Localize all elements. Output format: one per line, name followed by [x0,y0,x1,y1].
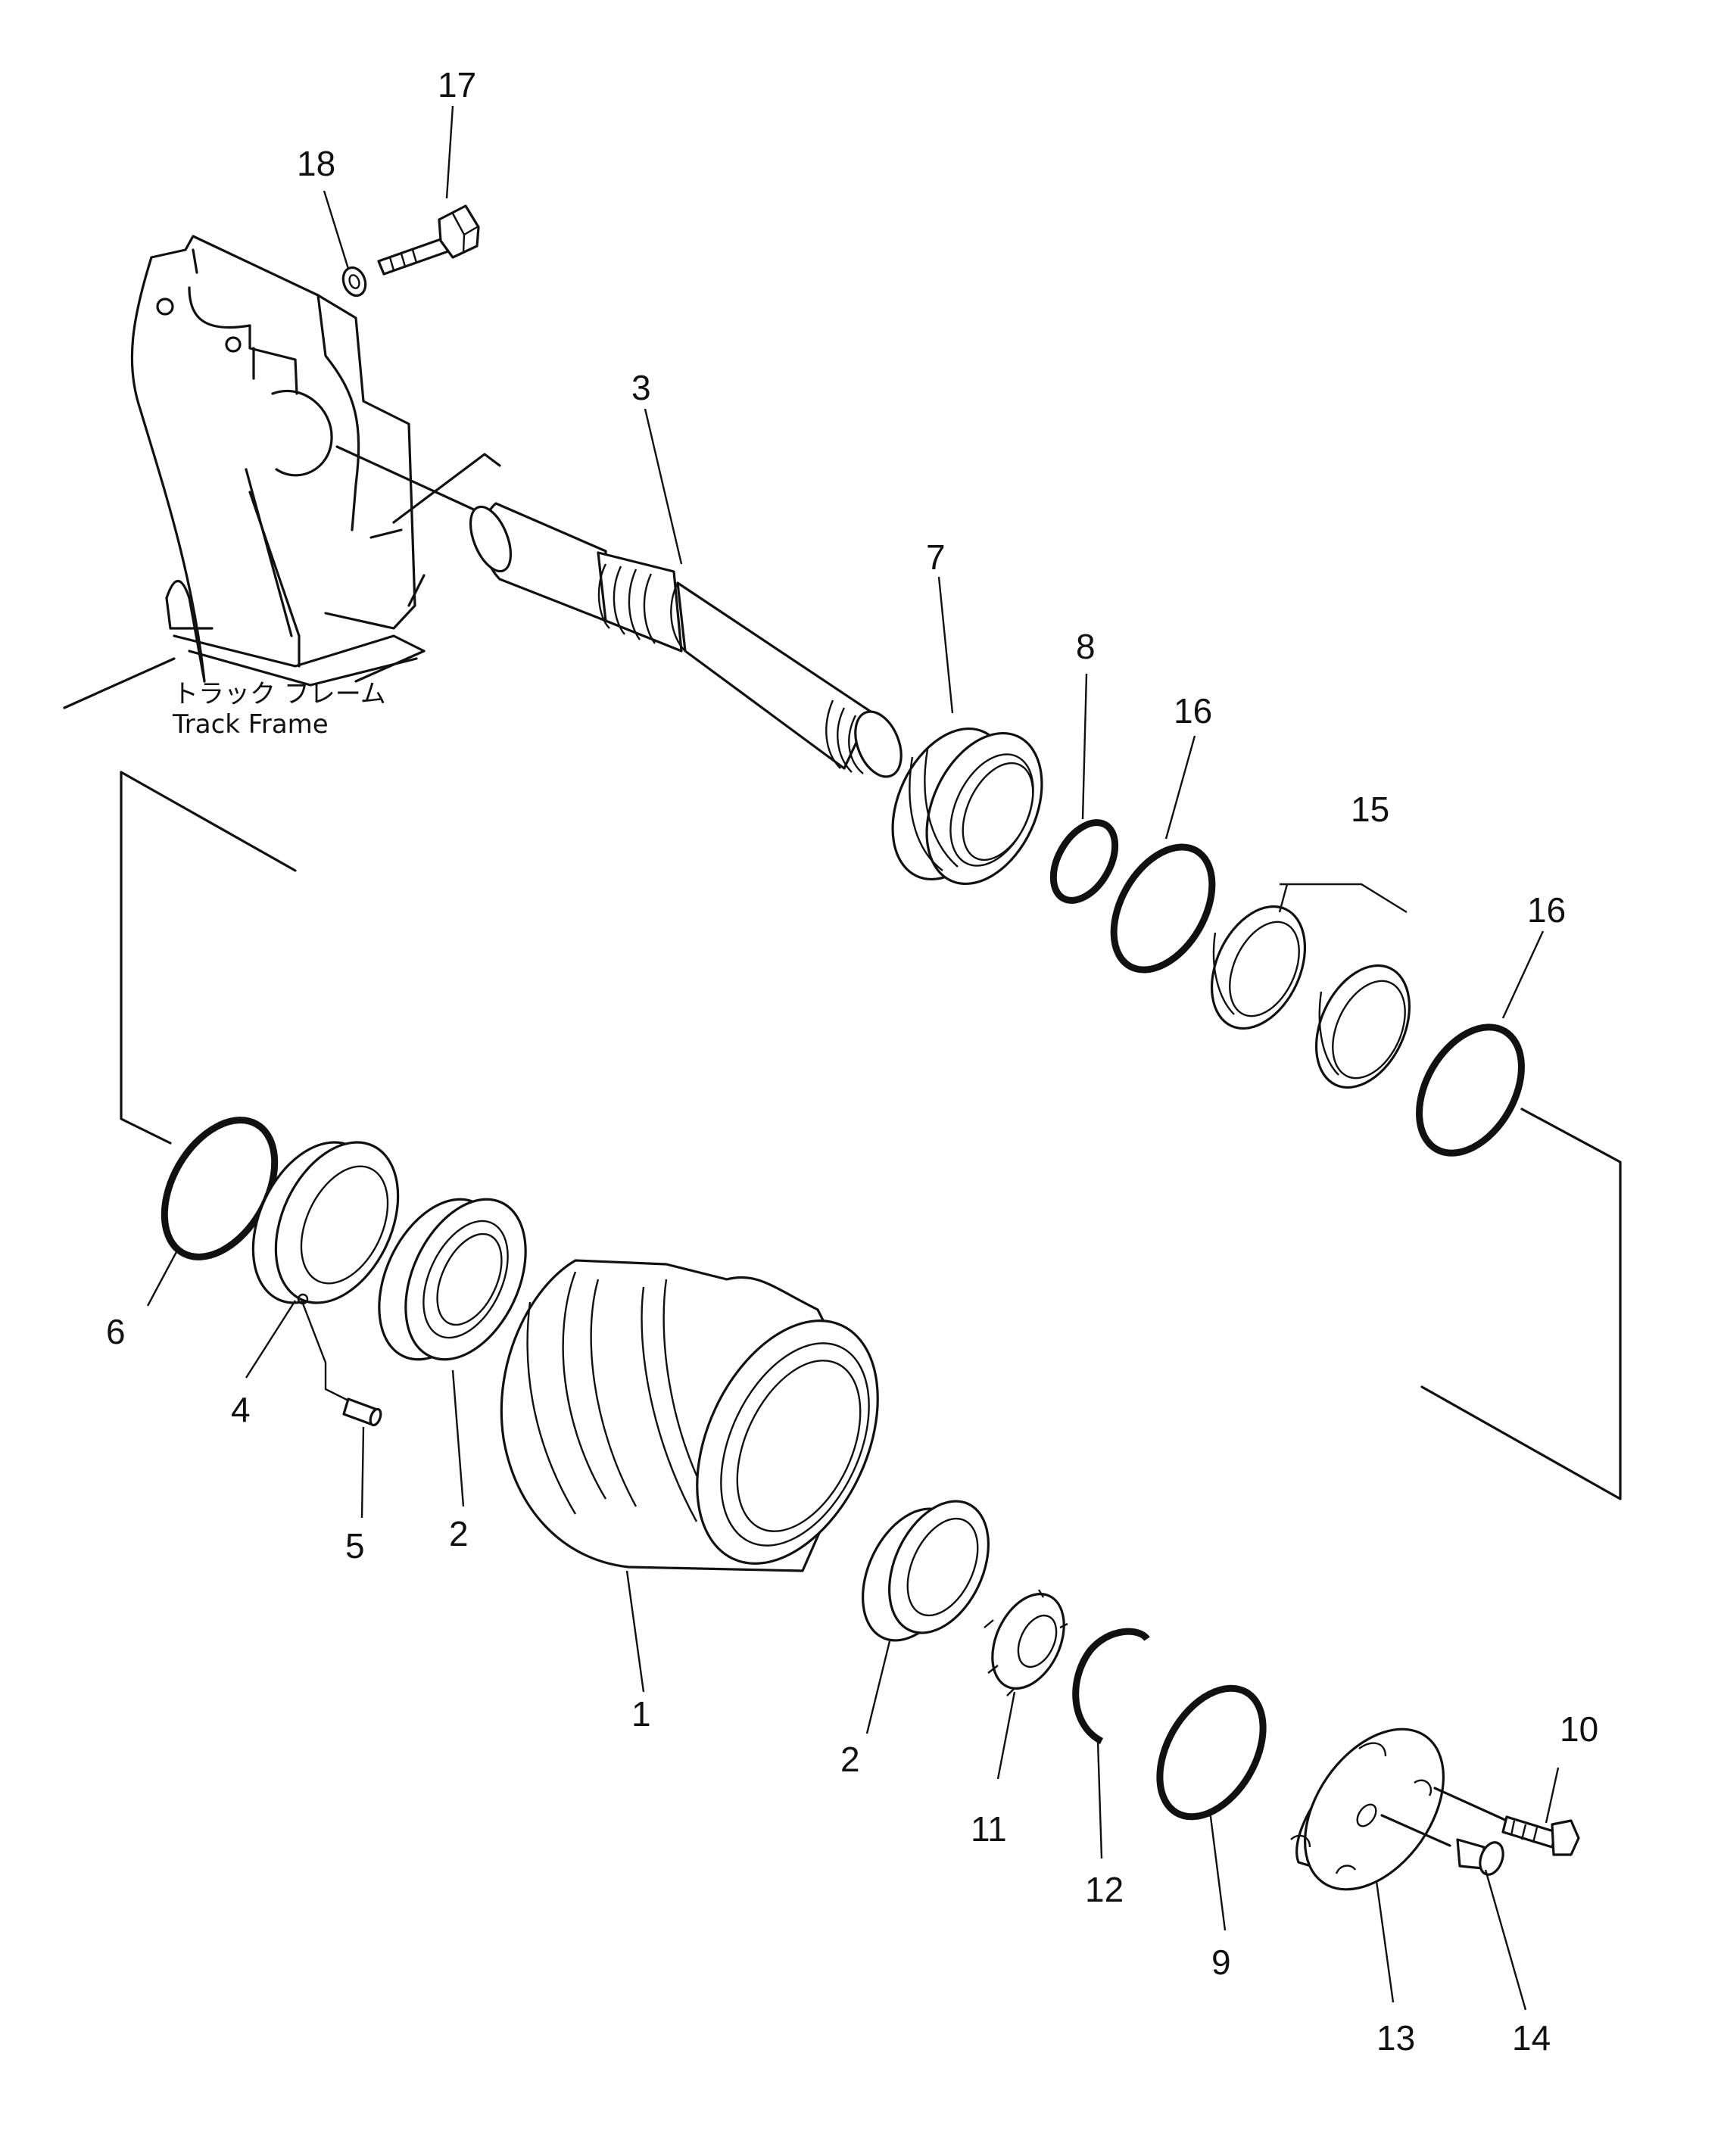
callout-3: 3 [631,368,651,407]
pin-5 [342,1397,382,1427]
washer-18 [341,266,367,298]
callout-15: 15 [1351,790,1389,829]
o-ring-16b [1416,1023,1525,1157]
seal-7 [891,727,1043,886]
callout-16b: 16 [1527,890,1566,930]
track-frame [63,235,501,709]
cover-13 [1290,1728,1445,1891]
floating-seal-15 [1210,905,1411,1089]
callout-18: 18 [297,144,335,183]
bolt-17 [377,204,480,276]
plug-14 [1380,1814,1504,1876]
callout-10: 10 [1560,1709,1598,1749]
track-frame-label-en: Track Frame [172,709,329,740]
track-frame-note: トラック フレーム Track Frame [172,679,386,740]
callout-1: 1 [631,1694,651,1734]
o-ring-16a [1110,843,1216,974]
callout-14: 14 [1512,2018,1551,2058]
bearing-2-right [862,1500,990,1642]
shaft-3 [335,445,903,778]
callout-2a: 2 [449,1514,469,1553]
leader-lines [146,105,1560,2011]
callout-11: 11 [971,1809,1007,1849]
nut-11 [984,1589,1068,1696]
callout-7: 7 [926,537,946,577]
callout-6: 6 [106,1312,126,1351]
snap-ring-12 [1072,1628,1150,1745]
roller-1 [500,1259,879,1572]
callout-13: 13 [1376,2018,1415,2058]
callout-4: 4 [231,1390,251,1429]
callout-9: 9 [1211,1943,1231,1982]
callout-17: 17 [438,65,476,104]
bearing-2-left [378,1198,527,1361]
bolt-10 [1433,1787,1580,1856]
seal-4 [251,1141,400,1305]
callout-2b: 2 [840,1740,860,1779]
callout-labels: 17 18 3 7 8 16 15 16 6 4 5 2 1 2 11 12 9… [106,65,1598,2058]
track-frame-label-jp: トラック フレーム [173,679,386,709]
callout-8: 8 [1076,627,1096,666]
callout-12: 12 [1085,1870,1124,1909]
assembly-reference-lines [120,771,1622,1500]
o-ring-8 [1049,819,1119,904]
callout-5: 5 [345,1526,365,1566]
callout-16a: 16 [1174,691,1212,731]
o-ring-9 [1156,1684,1267,1821]
